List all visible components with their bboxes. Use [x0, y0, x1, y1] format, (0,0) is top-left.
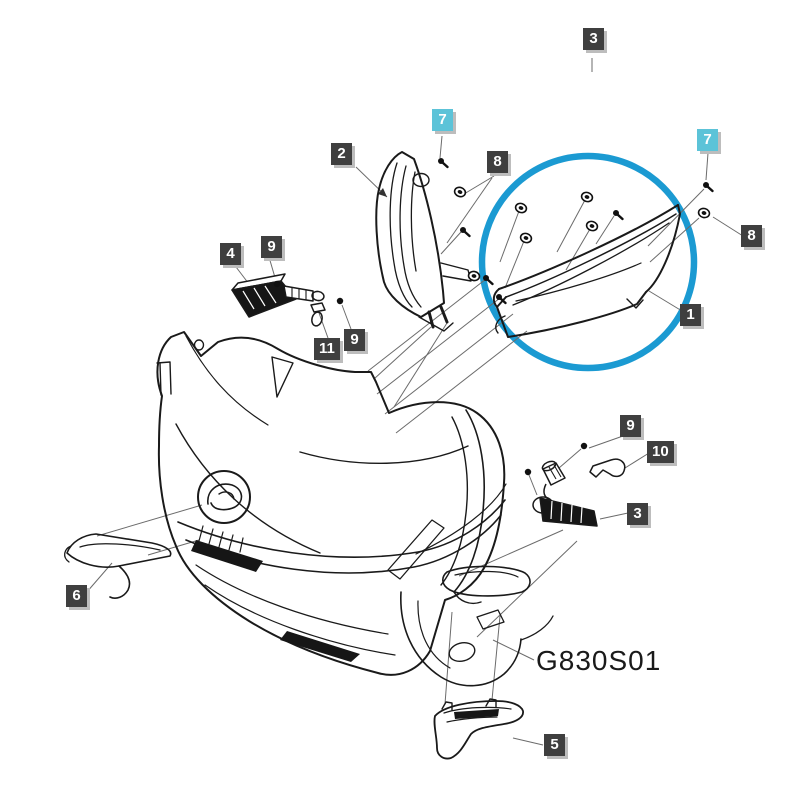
headlight-right-drawing: [492, 204, 681, 338]
part-label-7[interactable]: 7: [697, 129, 718, 151]
part-label-4[interactable]: 4: [220, 243, 241, 265]
part-label-11[interactable]: 11: [314, 338, 340, 360]
bolt-icon: [518, 231, 534, 245]
part-label-8[interactable]: 8: [487, 151, 508, 173]
screw-icon: [611, 208, 624, 221]
part-label-8[interactable]: 8: [741, 225, 762, 247]
headlight-left-drawing: [375, 151, 472, 332]
part-label-1[interactable]: 1: [680, 304, 701, 326]
part-label-7[interactable]: 7: [432, 109, 453, 131]
screw-icon: [580, 442, 588, 450]
turn-signal-right-drawing: [532, 458, 626, 527]
part-label-5[interactable]: 5: [544, 734, 565, 756]
garnish-drawing: [64, 533, 172, 599]
part-label-9[interactable]: 9: [344, 329, 365, 351]
screw-icon: [524, 468, 532, 476]
screw-icon: [436, 156, 449, 169]
bracket-10-drawing: [589, 458, 626, 478]
bolt-icon: [579, 190, 595, 204]
part-label-9[interactable]: 9: [620, 415, 641, 437]
part-label-6[interactable]: 6: [66, 585, 87, 607]
part-label-3[interactable]: 3: [583, 28, 604, 50]
bolt-icon: [452, 185, 468, 199]
fastener-icons: [273, 156, 714, 476]
bolt-icon: [513, 201, 529, 215]
spoiler-drawing: [433, 698, 524, 760]
screw-icon: [458, 225, 471, 238]
bolt-icon: [584, 219, 600, 233]
screw-icon: [701, 180, 714, 193]
part-label-3[interactable]: 3: [627, 503, 648, 525]
part-label-9[interactable]: 9: [261, 236, 282, 258]
front-cowl-drawing: [156, 331, 554, 687]
turn-signal-left-drawing: [231, 273, 326, 327]
part-label-2[interactable]: 2: [331, 143, 352, 165]
leader-arrowhead: [378, 188, 387, 197]
bolt-icon: [467, 269, 481, 283]
screw-icon: [273, 280, 281, 288]
part-code: G830S01: [536, 645, 662, 676]
screw-icon: [336, 297, 344, 305]
part-label-10[interactable]: 10: [647, 441, 674, 463]
bolt-icon: [696, 206, 712, 220]
highlight-circle: [478, 152, 698, 372]
